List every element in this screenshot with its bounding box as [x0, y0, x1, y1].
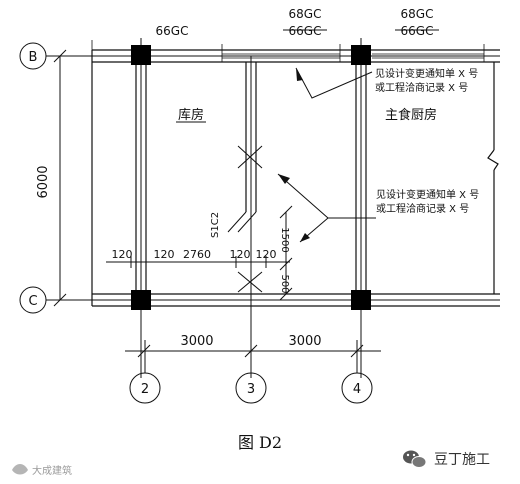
axis-label-b: B	[29, 50, 38, 65]
wall-type-labels: 66GC 68GC 66GC 68GC 66GC	[156, 7, 439, 38]
dim-120-d: 120	[256, 248, 277, 261]
removal-cross-upper-b	[237, 145, 263, 169]
column-b2	[131, 45, 151, 65]
column-b4	[351, 45, 371, 65]
top-wall-windows	[91, 40, 485, 62]
partition-change	[227, 145, 263, 294]
column-c2	[131, 290, 151, 310]
wall-label-66gc-right-struck: 66GC	[401, 24, 434, 38]
axis-label-2: 2	[141, 382, 149, 397]
dim-3000-left: 3000	[180, 334, 213, 349]
watermark-text: 大成建筑	[32, 464, 72, 477]
change-note-middle: 见设计变更通知单 X 号 或工程洽商记录 X 号	[277, 173, 479, 243]
brand-mark: 豆丁施工	[403, 450, 490, 468]
dim-1500: 1500	[279, 227, 290, 252]
dim-120-a: 120	[112, 248, 133, 261]
dim-6000: 6000	[36, 165, 51, 198]
watermark: 大成建筑	[12, 464, 72, 477]
room-label-kitchen: 主食厨房	[385, 107, 437, 123]
column-c4	[351, 290, 371, 310]
brand-text: 豆丁施工	[434, 452, 490, 468]
change-note-top: 见设计变更通知单 X 号 或工程洽商记录 X 号	[295, 67, 478, 99]
room-label-storeroom: 库房	[178, 107, 204, 123]
axis-bubbles: B C 2 3 4	[19, 42, 373, 404]
dim-120-b: 120	[154, 248, 175, 261]
wall-label-66gc-middle-struck: 66GC	[289, 24, 322, 38]
room-labels: 库房 主食厨房	[176, 107, 437, 123]
axis-label-3: 3	[247, 382, 255, 397]
note-top-line2: 或工程洽商记录 X 号	[375, 81, 468, 94]
note-mid-line1: 见设计变更通知单 X 号	[376, 188, 479, 201]
wall-label-68gc-right: 68GC	[401, 7, 434, 21]
removal-cross-lower-b	[237, 271, 263, 293]
dim-500: 500	[279, 274, 290, 293]
axis-label-4: 4	[353, 382, 361, 397]
dimension-lines	[53, 49, 381, 373]
figure-caption: 图 D2	[238, 433, 282, 452]
watermark-logo-icon	[12, 464, 28, 475]
dimension-texts: 6000 120 120 2760 120 120 1500 500 3000 …	[36, 165, 322, 349]
wall-label-66gc: 66GC	[156, 24, 189, 38]
note-mid-line2: 或工程洽商记录 X 号	[376, 202, 469, 215]
note-top-line1: 见设计变更通知单 X 号	[375, 67, 478, 80]
walls	[91, 49, 500, 307]
wall-label-68gc-middle: 68GC	[289, 7, 322, 21]
dim-120-c: 120	[230, 248, 251, 261]
partition-label-s1c2: S1C2	[210, 212, 221, 238]
dim-2760: 2760	[183, 248, 211, 261]
dim-3000-right: 3000	[288, 334, 321, 349]
wechat-icon	[403, 450, 427, 468]
axis-label-c: C	[28, 294, 37, 309]
columns	[131, 45, 371, 310]
